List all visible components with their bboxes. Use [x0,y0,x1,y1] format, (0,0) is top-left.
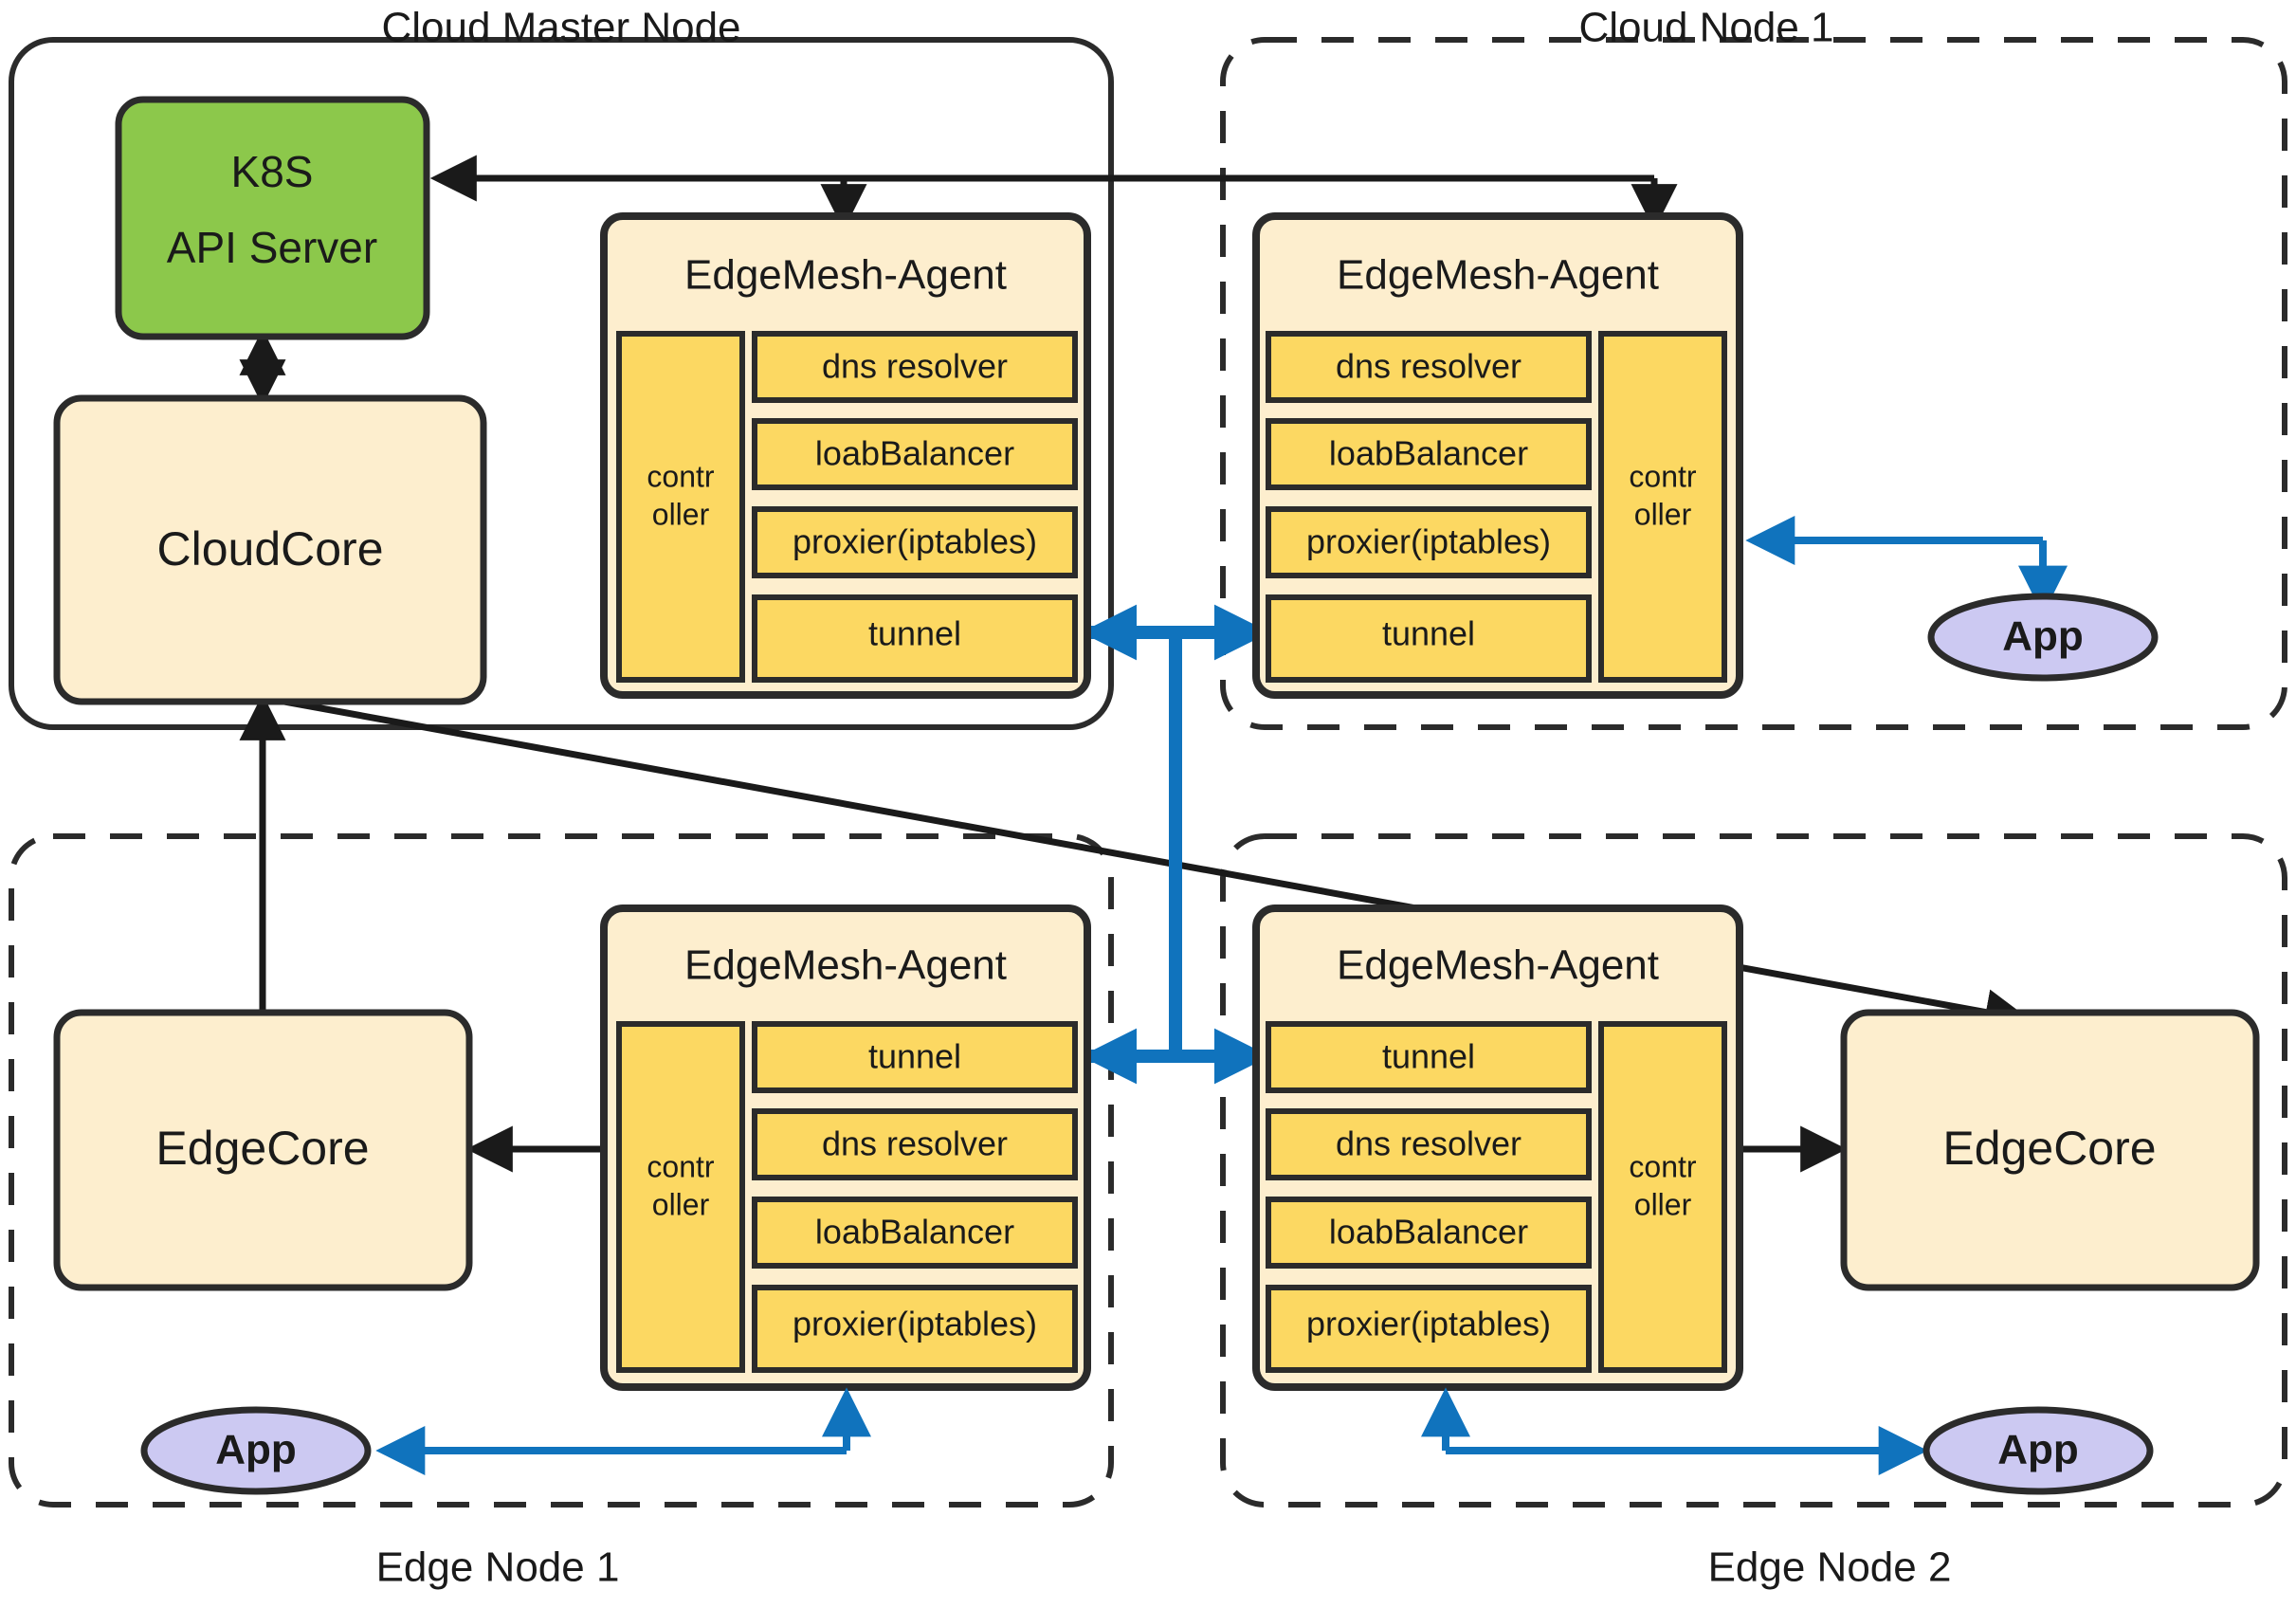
app-edge-node-2[interactable]: App [1922,1406,2154,1495]
agent-cloud-master-module-2-label: proxier(iptables) [793,522,1037,561]
connection-app-edge1 [375,1387,871,1475]
group-cloud-master-node: Cloud Master Node [9,5,1114,730]
app-edge-node-1[interactable]: App [140,1406,372,1495]
app-edge-node-1-label: App [215,1427,297,1473]
group-edge-node-2: Edge Node 2 [1220,833,2287,1591]
group-edge-node-1: Edge Node 1 [9,833,1114,1591]
app-edge-node-2-label: App [1997,1427,2079,1473]
agent-cloud-master-title: EdgeMesh-Agent [684,252,1007,299]
connection-layer-black [239,155,2032,1173]
agent-cloud-master-module-0-label: dns resolver [822,347,1008,386]
app-cloud-node-1[interactable]: App [1927,593,2159,682]
agent-edge-node-1-module-0-rect[interactable] [752,1021,1078,1093]
app-edge-node-1-ellipse [140,1406,372,1495]
agent-edge-node-2-module-2-label: loabBalancer [1329,1213,1528,1252]
agent-cloud-master-module-3-rect[interactable] [752,594,1078,683]
agent-cloud-master-module-1-label: loabBalancer [815,434,1014,473]
edgecore-right-box[interactable]: EdgeCore [1840,1009,2260,1291]
agent-edge-node-1-module-3-rect[interactable] [752,1285,1078,1373]
app-cloud-node-1-label: App [2002,613,2084,660]
edge-node-2-label: Edge Node 2 [1708,1544,1952,1591]
agent-cloud-node-1-controller-line1: contr [1629,459,1696,493]
agent-cloud-node-1-module-0-rect[interactable] [1266,331,1592,403]
edge-node-1-border [9,833,1114,1508]
agent-edge-node-1-module-2-label: loabBalancer [815,1213,1014,1252]
edgecore-right-label: EdgeCore [1942,1122,2156,1175]
agent-edge-node-1-module-1-rect[interactable] [752,1108,1078,1180]
k8s-api-server-line1: K8S [231,147,314,196]
agent-edge-node-2-module-1-label: dns resolver [1336,1124,1522,1163]
agent-cloud-node-1-module-2-rect[interactable] [1266,506,1592,578]
edgecore-left-rect [53,1009,473,1291]
agent-cloud-node-1-controller-line2: oller [1634,497,1692,531]
connection-app-edge2 [1421,1387,1928,1475]
link-cloudcore-edgecore-right [283,698,2032,1035]
agent-edge-node-1-title: EdgeMesh-Agent [684,942,1007,989]
agent-edge-node-2-controller-line1: contr [1629,1149,1696,1183]
agent-edge-node-1-module-2-rect[interactable] [752,1197,1078,1269]
cloudcore-box[interactable]: CloudCore [53,394,487,705]
agent-edge-node-2-controller-line2: oller [1634,1187,1692,1221]
agent-edge-node-2-module-2-rect[interactable] [1266,1197,1592,1269]
cloudcore-rect [53,394,487,705]
agent-cloud-master-module-3-label: tunnel [868,614,961,653]
agent-edge-node-2-controller[interactable] [1598,1021,1727,1373]
cloud-master-node-border [9,37,1114,730]
agent-edge-node-2-title: EdgeMesh-Agent [1337,942,1659,989]
k8s-api-server-box[interactable]: K8S API Server [115,96,430,340]
connection-layer-tunnel [1081,604,1270,1085]
agent-edge-node-1-module-1-label: dns resolver [822,1124,1008,1163]
agent-edge-node-2-module-3-label: proxier(iptables) [1306,1305,1551,1343]
agent-edge-node-1-controller[interactable] [616,1021,745,1373]
group-cloud-node-1: Cloud Node 1 [1220,5,2287,730]
agent-cloud-master-controller[interactable] [616,331,745,683]
edge-node-2-border [1220,833,2287,1508]
agent-edge-node-1[interactable]: EdgeMesh-Agent contr oller tunnel dns re… [600,904,1091,1391]
agent-cloud-node-1-controller[interactable] [1598,331,1727,683]
agent-cloud-node-1-module-2-label: proxier(iptables) [1306,522,1551,561]
app-cloud-node-1-ellipse [1927,593,2159,682]
agent-edge-node-2-module-3-rect[interactable] [1266,1285,1592,1373]
agent-cloud-master[interactable]: EdgeMesh-Agent contr oller dns resolver … [600,212,1091,699]
agent-cloud-node-1-module-0-label: dns resolver [1336,347,1522,386]
edgecore-left-label: EdgeCore [155,1122,369,1175]
agent-cloud-master-module-1-rect[interactable] [752,418,1078,490]
agent-cloud-master-controller-line2: oller [652,497,710,531]
cloudcore-label: CloudCore [156,522,383,576]
agent-cloud-master-controller-line1: contr [647,459,714,493]
agent-cloud-node-1-title: EdgeMesh-Agent [1337,252,1659,299]
edge-node-1-label: Edge Node 1 [376,1544,620,1591]
app-edge-node-2-ellipse [1922,1406,2154,1495]
agent-cloud-node-1-module-3-label: tunnel [1382,614,1475,653]
agent-cloud-node-1-module-3-rect[interactable] [1266,594,1592,683]
agent-cloud-master-module-2-rect[interactable] [752,506,1078,578]
agent-cloud-node-1-module-1-label: loabBalancer [1329,434,1528,473]
agent-cloud-node-1[interactable]: EdgeMesh-Agent contr oller dns resolver … [1252,212,1743,699]
cloud-node-1-label: Cloud Node 1 [1578,5,1833,51]
edgecore-right-rect [1840,1009,2260,1291]
k8s-api-server-line2: API Server [167,223,377,272]
agent-edge-node-1-controller-line1: contr [647,1149,714,1183]
agent-edge-node-2-module-1-rect[interactable] [1266,1108,1592,1180]
agent-edge-node-1-module-0-label: tunnel [868,1037,961,1076]
agent-edge-node-2-module-0-rect[interactable] [1266,1021,1592,1093]
agent-edge-node-1-module-3-label: proxier(iptables) [793,1305,1037,1343]
agent-cloud-master-module-0-rect[interactable] [752,331,1078,403]
agent-edge-node-1-controller-line2: oller [652,1187,710,1221]
k8s-api-server-rect [115,96,430,340]
edgecore-left-box[interactable]: EdgeCore [53,1009,473,1291]
agent-cloud-node-1-module-1-rect[interactable] [1266,418,1592,490]
cloud-master-node-label: Cloud Master Node [381,5,740,51]
agent-edge-node-2-module-0-label: tunnel [1382,1037,1475,1076]
agent-edge-node-2[interactable]: EdgeMesh-Agent contr oller tunnel dns re… [1252,904,1743,1391]
